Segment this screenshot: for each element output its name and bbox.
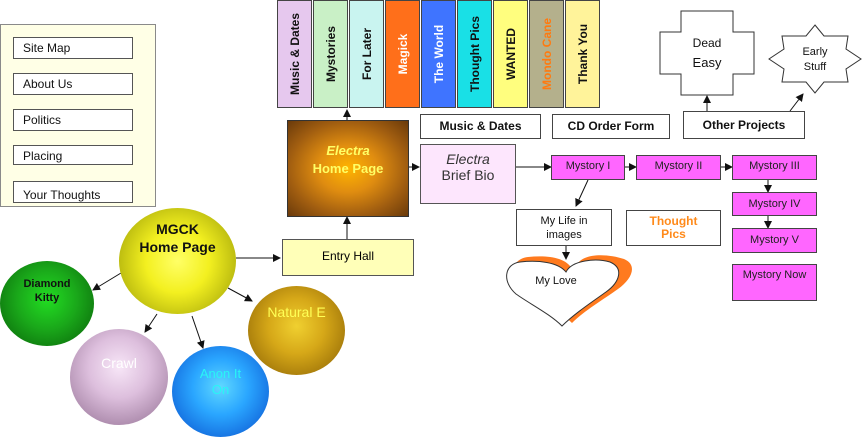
sitemap-panel: Site Map About Us Politics Placing Your …	[0, 24, 156, 207]
nav-placing[interactable]: Placing	[13, 145, 133, 165]
early-stuff-line2: Stuff	[804, 61, 827, 73]
electra-brief-bio-box[interactable]: Electra Brief Bio	[420, 144, 516, 204]
anon-it-on-bubble[interactable]: Anon It On	[172, 346, 269, 437]
natural-e-bubble[interactable]: Natural E	[248, 286, 345, 375]
entry-hall-box[interactable]: Entry Hall	[282, 239, 414, 276]
column-mystories[interactable]: Mystories	[313, 0, 348, 108]
bio-title: Electra	[446, 151, 490, 167]
mystory-2-box[interactable]: Mystory II	[636, 155, 721, 180]
early-stuff-shape[interactable]: Early Stuff	[768, 24, 862, 94]
music-dates-box[interactable]: Music & Dates	[420, 114, 541, 139]
other-projects-box[interactable]: Other Projects	[683, 111, 805, 139]
early-stuff-line1: Early	[802, 46, 828, 58]
arrow-m1-to-mylife	[575, 179, 589, 207]
my-love-label: My Love	[535, 275, 577, 287]
my-life-line1: My Life in	[540, 215, 588, 227]
nav-your-thoughts[interactable]: Your Thoughts	[13, 181, 133, 203]
nav-site-map[interactable]: Site Map	[13, 37, 133, 59]
crawl-bubble[interactable]: Crawl	[70, 329, 168, 425]
mystory-4-box[interactable]: Mystory IV	[732, 192, 817, 216]
nav-politics[interactable]: Politics	[13, 109, 133, 131]
thought-pics-box[interactable]: Thought Pics	[626, 210, 721, 246]
electra-home-title: Electra	[326, 143, 370, 158]
mgck-home-page-bubble[interactable]: MGCK Home Page	[119, 208, 236, 314]
my-life-images-box[interactable]: My Life in images	[516, 209, 612, 246]
arrow-mgck-to-crawl	[144, 313, 158, 333]
nav-about-us[interactable]: About Us	[13, 73, 133, 95]
bio-subtitle: Brief Bio	[441, 167, 495, 183]
mystory-1-box[interactable]: Mystory I	[551, 155, 625, 180]
column-magick[interactable]: Magick	[385, 0, 420, 108]
my-love-heart[interactable]: My Love	[500, 254, 635, 334]
arrow-mgck-to-natural	[227, 287, 253, 302]
dead-easy-line2: Easy	[693, 55, 722, 70]
column-mondo-cane[interactable]: Mondo Cane	[529, 0, 564, 108]
mystory-now-box[interactable]: Mystory Now	[732, 264, 817, 301]
column-thought-pics[interactable]: Thought Pics	[457, 0, 492, 108]
arrow-mgck-to-diamond	[92, 272, 122, 291]
dead-easy-shape[interactable]: Dead Easy	[659, 10, 755, 96]
arrow-mgck-to-anon	[191, 315, 205, 349]
electra-home-subtitle: Home Page	[312, 161, 384, 176]
diamond-kitty-bubble[interactable]: Diamond Kitty	[0, 261, 94, 346]
mystory-5-box[interactable]: Mystory V	[732, 228, 817, 253]
arrow-other-to-early	[789, 93, 804, 112]
column-the-world[interactable]: The World	[421, 0, 456, 108]
mystory-3-box[interactable]: Mystory III	[732, 155, 817, 180]
cd-order-form-box[interactable]: CD Order Form	[552, 114, 670, 139]
my-life-line2: images	[546, 229, 582, 241]
column-for-later[interactable]: For Later	[349, 0, 384, 108]
column-wanted[interactable]: WANTED	[493, 0, 528, 108]
column-thank-you[interactable]: Thank You	[565, 0, 600, 108]
dead-easy-line1: Dead	[693, 36, 722, 50]
column-music-dates[interactable]: Music & Dates	[277, 0, 312, 108]
electra-home-page-box[interactable]: Electra Home Page	[287, 120, 409, 217]
